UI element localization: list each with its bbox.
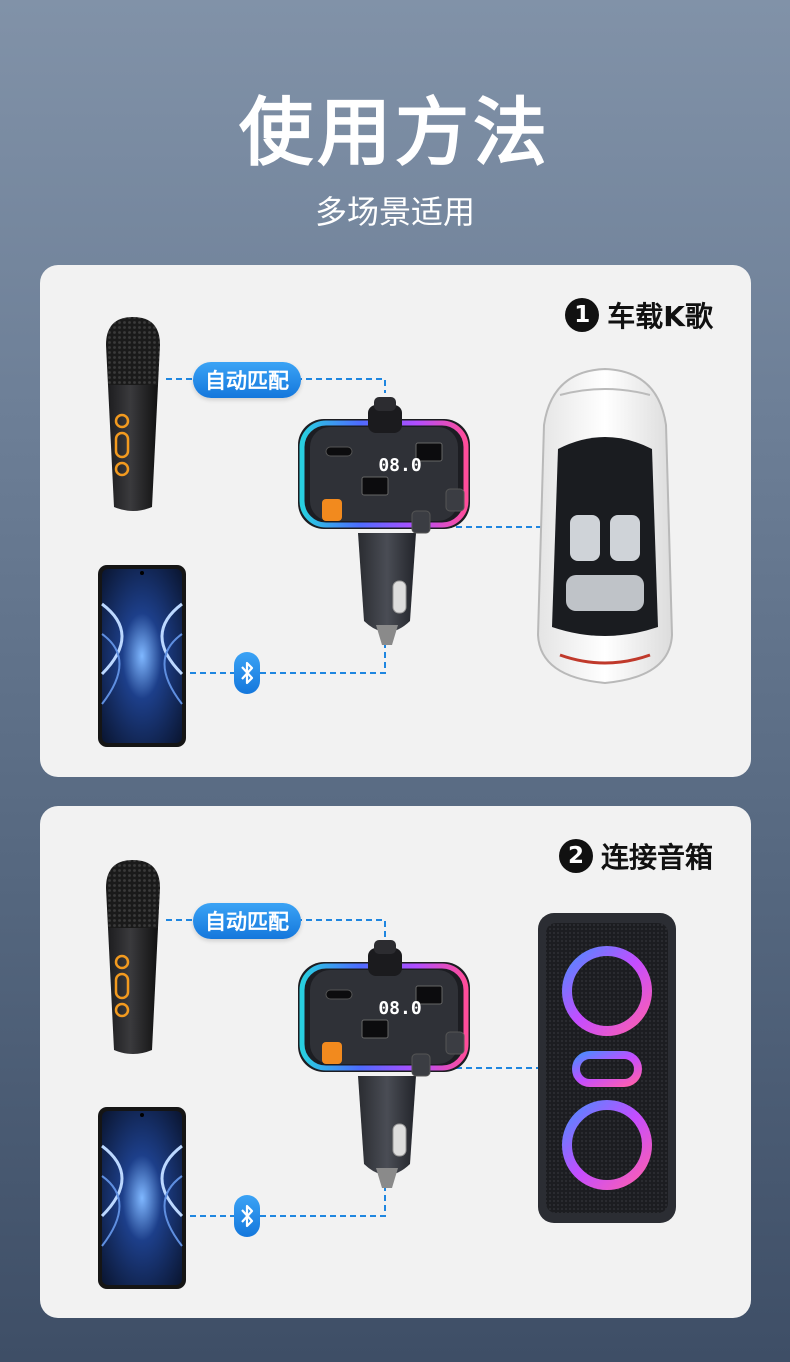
auto-pair-badge: 自动匹配: [193, 362, 301, 398]
frequency-display: 08.0: [378, 998, 421, 1019]
page-title: 使用方法: [239, 90, 551, 176]
auto-pair-badge: 自动匹配: [193, 903, 301, 939]
scene-title: 2 连接音箱: [558, 836, 713, 876]
scene-number-badge: 1: [565, 298, 600, 332]
wireless-microphone: [106, 317, 160, 511]
bluetooth-icon: [234, 652, 260, 694]
smartphone: [98, 565, 186, 747]
smartphone: [98, 1107, 186, 1289]
fm-transmitter: 08.0: [298, 940, 470, 1188]
scene-title-text: 连接音箱: [600, 841, 713, 874]
fm-transmitter: 08.0: [298, 397, 470, 645]
bluetooth-speaker: [538, 913, 676, 1223]
scene-panel-car-karaoke: 1 车载K歌 自动匹配: [40, 265, 751, 777]
car-top-view: [536, 367, 674, 685]
scene-panel-speaker: 2 连接音箱 自动匹配: [40, 806, 751, 1318]
bluetooth-icon: [234, 1195, 260, 1237]
scene-number-badge: 2: [558, 839, 593, 873]
scene-title: 1 车载K歌: [565, 295, 713, 335]
frequency-display: 08.0: [378, 455, 421, 476]
scene-title-text: 车载K歌: [607, 300, 713, 333]
wireless-microphone: [106, 860, 160, 1054]
page-subtitle: 多场景适用: [314, 193, 475, 231]
